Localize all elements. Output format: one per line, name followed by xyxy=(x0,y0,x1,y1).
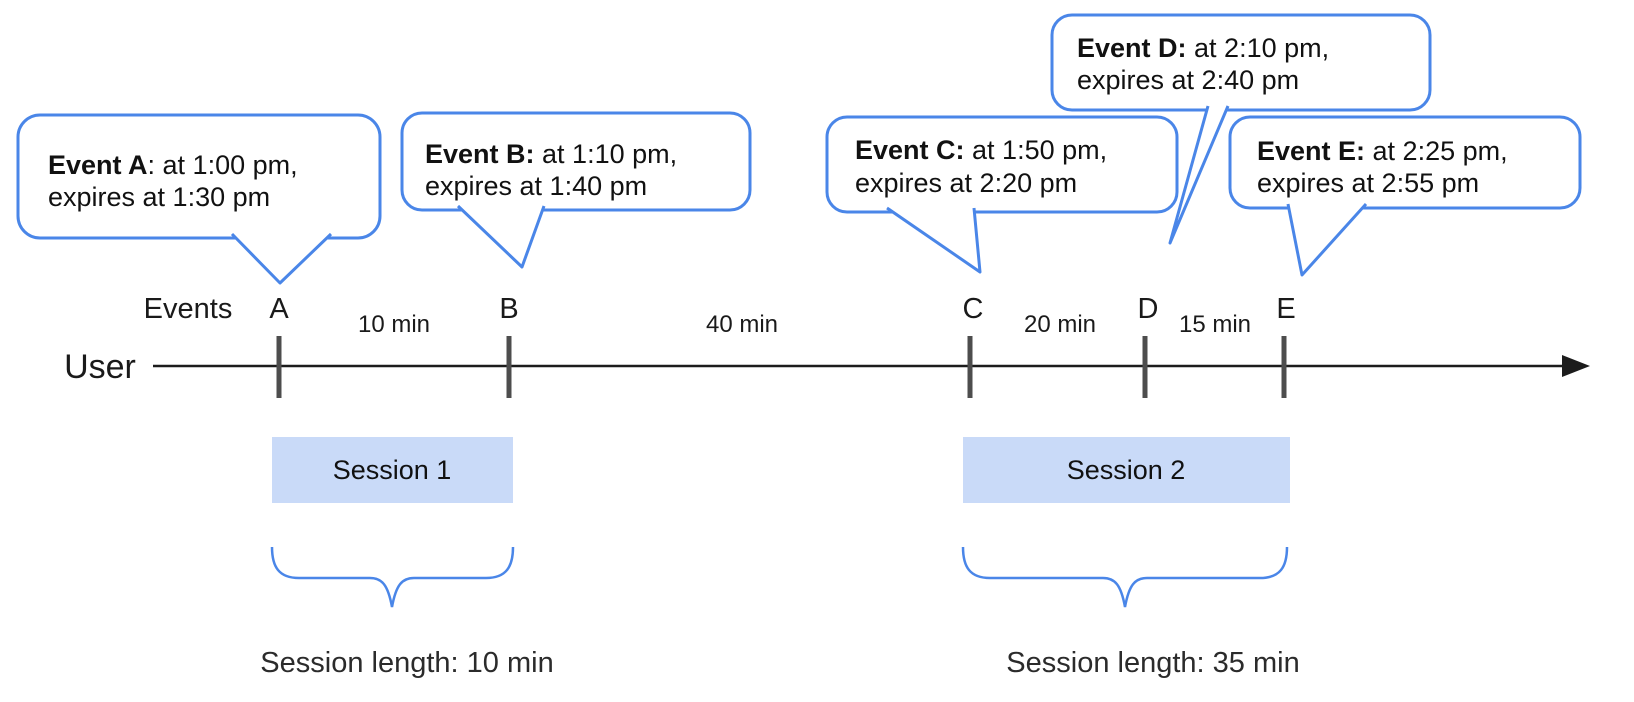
gap-label-a-b: 10 min xyxy=(358,311,430,338)
session-1-length-label: Session length: 10 min xyxy=(260,647,553,679)
event-c-callout-tail xyxy=(886,206,982,274)
event-b-time: at 1:10 pm, xyxy=(535,139,678,169)
event-e-callout: Event E: at 2:25 pm, expires at 2:55 pm xyxy=(1228,115,1582,277)
event-c-callout-box xyxy=(825,115,1179,214)
event-tick-c xyxy=(967,336,973,398)
event-tick-a xyxy=(276,336,282,398)
event-a-callout-tail xyxy=(230,232,333,285)
event-d-callout-box xyxy=(1050,13,1432,112)
event-e-callout-tail xyxy=(1286,202,1368,277)
event-b-callout: Event B: at 1:10 pm, expires at 1:40 pm xyxy=(400,111,752,269)
event-e-title: Event E: xyxy=(1257,136,1365,166)
event-e-callout-box xyxy=(1228,115,1582,210)
timeline-arrowhead-icon xyxy=(1562,355,1590,377)
event-letter-b: B xyxy=(499,293,518,325)
event-letter-c: C xyxy=(963,293,984,325)
session-2: Session 2 xyxy=(963,437,1290,503)
events-row-label: Events xyxy=(144,293,233,325)
event-c-time: at 1:50 pm, xyxy=(965,135,1108,165)
event-d-time: at 2:10 pm, xyxy=(1187,33,1330,63)
session-2-box xyxy=(963,437,1290,503)
session-1-label: Session 1 xyxy=(333,455,452,485)
event-letter-a: A xyxy=(269,293,289,325)
event-b-callout-box xyxy=(400,111,752,212)
event-b-text-line2: expires at 1:40 pm xyxy=(425,171,647,201)
event-c-title: Event C: xyxy=(855,135,965,165)
event-c-callout: Event C: at 1:50 pm, expires at 2:20 pm xyxy=(825,115,1179,274)
event-b-title: Event B: xyxy=(425,139,535,169)
session-1-brace xyxy=(270,546,515,608)
event-a-text-line1: Event A: at 1:00 pm, xyxy=(48,150,298,180)
event-a-callout-box xyxy=(16,113,382,240)
event-b-callout-tail xyxy=(456,204,546,269)
session-2-brace xyxy=(961,546,1289,608)
event-d-title: Event D: xyxy=(1077,33,1187,63)
event-d-text-line2: expires at 2:40 pm xyxy=(1077,65,1299,95)
event-d-callout-tail xyxy=(1168,105,1230,245)
gap-label-b-c: 40 min xyxy=(706,311,778,338)
event-e-text-line1: Event E: at 2:25 pm, xyxy=(1257,136,1508,166)
event-tick-d xyxy=(1142,336,1148,398)
event-a-title: Event A xyxy=(48,150,148,180)
event-b-text-line1: Event B: at 1:10 pm, xyxy=(425,139,677,169)
event-a-callout: Event A: at 1:00 pm, expires at 1:30 pm xyxy=(16,113,382,285)
event-a-text-line2: expires at 1:30 pm xyxy=(48,182,270,212)
event-tick-b xyxy=(506,336,512,398)
event-tick-e xyxy=(1281,336,1287,398)
gap-label-c-d: 20 min xyxy=(1024,311,1096,338)
event-letter-d: D xyxy=(1138,293,1159,325)
user-row-label: User xyxy=(64,348,136,386)
event-e-time: at 2:25 pm, xyxy=(1365,136,1508,166)
gap-label-d-e: 15 min xyxy=(1179,311,1251,338)
session-1-box xyxy=(272,437,513,503)
event-letter-e: E xyxy=(1276,293,1295,325)
event-d-callout: Event D: at 2:10 pm, expires at 2:40 pm xyxy=(1050,13,1432,245)
event-c-text-line2: expires at 2:20 pm xyxy=(855,168,1077,198)
session-1: Session 1 xyxy=(272,437,513,503)
event-a-time: : at 1:00 pm, xyxy=(148,150,298,180)
event-e-text-line2: expires at 2:55 pm xyxy=(1257,168,1479,198)
timeline-axis xyxy=(153,336,1590,398)
event-d-text-line1: Event D: at 2:10 pm, xyxy=(1077,33,1329,63)
session-2-label: Session 2 xyxy=(1067,455,1186,485)
event-c-text-line1: Event C: at 1:50 pm, xyxy=(855,135,1107,165)
session-2-length-label: Session length: 35 min xyxy=(1006,647,1299,679)
